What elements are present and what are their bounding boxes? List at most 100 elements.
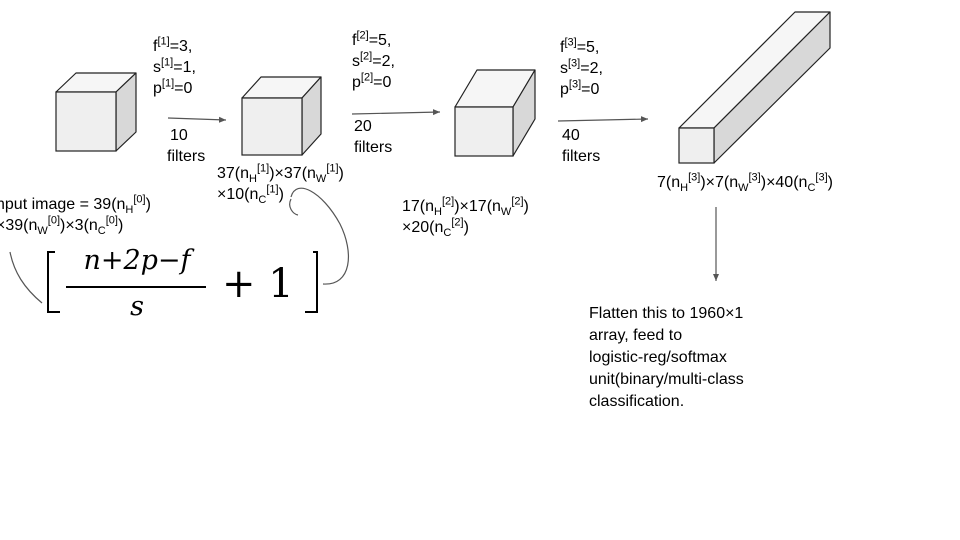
- input-dims-line2-close: ): [117, 217, 124, 234]
- volume1-cube: [241, 76, 322, 156]
- input-dims-h-sub: H: [125, 204, 134, 217]
- vol1-dims-h-sub: H: [249, 173, 257, 186]
- input-dims-w-sup: [0]: [47, 214, 60, 227]
- volume2-box-front: [454, 106, 514, 157]
- volume1-cube-front: [241, 97, 303, 156]
- layer3-s-label: s: [560, 60, 568, 77]
- curve-volume1-hook: [289, 198, 299, 216]
- layer3-p-sup: [3]: [568, 78, 582, 91]
- layer3-s-value: =2,: [580, 60, 603, 77]
- layer1-f-label: f: [153, 38, 158, 55]
- input-dims-line1-text: nput image = 39(n: [0, 196, 126, 213]
- input-dimensions: nput image = 39(nH[0]) ×39(nW[0])×3(nC[0…: [0, 193, 151, 238]
- vol3-dims-h-sub: H: [680, 182, 689, 195]
- vol1-dims-h-sup: [1]: [256, 162, 270, 175]
- layer1-filters-count: 10: [170, 127, 188, 144]
- vol2-dims-channels-text: ×20(n: [402, 219, 444, 236]
- vol2-dims-text-b: )×17(n: [454, 198, 501, 215]
- layer2-f-value: =5,: [368, 32, 392, 49]
- layer3-p-label: p: [560, 81, 569, 98]
- input-dims-line1-close: ): [145, 196, 151, 213]
- vol3-dims-text-c: )×40(n: [760, 174, 808, 191]
- layer1-filters: 10 filters: [167, 125, 206, 167]
- arrow-conv2: [351, 109, 441, 116]
- layer1-f-sup: [1]: [157, 35, 170, 48]
- layer1-p-label: p: [153, 80, 162, 97]
- volume3-box: [678, 11, 831, 164]
- layer2-p-value: =0: [373, 74, 392, 91]
- layer3-f-sup: [3]: [564, 36, 577, 49]
- layer3-filters-word: filters: [562, 148, 601, 165]
- input-dims-line2-text: ×39(n: [0, 217, 38, 234]
- layer1-p-value: =0: [174, 80, 193, 97]
- layer2-p-sup: [2]: [360, 71, 374, 84]
- input-dims-c-sub: C: [97, 225, 106, 238]
- vol1-dims-text-c: ): [338, 165, 344, 182]
- layer3-filters-count: 40: [562, 127, 580, 144]
- formula-left-floor-bracket: [47, 251, 60, 313]
- formula-denominator: s: [130, 291, 144, 322]
- layer2-filters: 20 filters: [354, 116, 392, 158]
- input-dims-w-sub: W: [37, 225, 48, 238]
- volume3-dimensions: 7(nH[3])×7(nW[3])×40(nC[3]): [657, 171, 833, 195]
- layer1-s-sup: [1]: [161, 56, 174, 69]
- arrow-conv1: [167, 116, 227, 123]
- layer2-filters-count: 20: [354, 118, 372, 135]
- layer1-s-label: s: [153, 59, 161, 76]
- vol1-dims-text-b: )×37(n: [269, 165, 316, 182]
- volume2-box: [454, 69, 536, 157]
- input-cube-front: [55, 91, 117, 152]
- layer1-hyperparameters: f[1]=3, s[1]=1, p[1]=0: [153, 36, 196, 99]
- vol3-dims-w-sub: W: [738, 182, 749, 195]
- vol3-dims-text-d: ): [827, 174, 833, 191]
- layer2-hyperparameters: f[2]=5, s[2]=2, p[2]=0: [352, 30, 395, 93]
- volume3-box-front: [678, 127, 715, 164]
- input-volume-cube: [55, 72, 137, 152]
- layer3-s-sup: [3]: [568, 57, 581, 70]
- vol3-dims-text-b: )×7(n: [700, 174, 739, 191]
- layer2-f-label: f: [352, 32, 357, 49]
- layer3-p-value: =0: [581, 81, 600, 98]
- layer1-s-value: =1,: [173, 59, 196, 76]
- formula-plus-one: + 1: [222, 260, 294, 308]
- layer1-filters-word: filters: [167, 148, 206, 165]
- flatten-note-line5: classification.: [589, 393, 685, 410]
- vol2-dims-h-sup: [2]: [441, 195, 455, 208]
- vol2-dims-h-sub: H: [434, 206, 442, 219]
- layer2-p-label: p: [352, 74, 361, 91]
- curve-formula-to-volume1: [290, 187, 350, 285]
- vol2-dims-c-sub: C: [443, 227, 452, 240]
- layer2-s-sup: [2]: [360, 50, 373, 63]
- vol2-dims-text-a: 17(n: [402, 198, 435, 215]
- vol3-dims-w-sup: [3]: [748, 171, 761, 184]
- flatten-note-line1: Flatten this to 1960×1: [589, 305, 744, 322]
- vol1-dims-c-sub: C: [258, 194, 267, 207]
- input-dims-h-sup: [0]: [133, 193, 146, 206]
- vol2-dims-w-sub: W: [500, 206, 512, 219]
- vol1-dims-text-a: 37(n: [217, 165, 250, 182]
- input-dims-c-sup: [0]: [105, 214, 118, 227]
- arrow-conv3: [557, 116, 649, 123]
- vol1-dims-w-sup: [1]: [326, 162, 339, 175]
- layer1-f-value: =3,: [169, 38, 193, 55]
- vol3-dims-c-sub: C: [807, 182, 816, 195]
- vol2-dims-c-sup: [2]: [451, 216, 464, 229]
- vol1-dims-w-sub: W: [315, 173, 327, 186]
- vol3-dims-text-a: 7(n: [657, 174, 681, 191]
- vol1-dims-c-sup: [1]: [266, 183, 279, 196]
- flatten-note: Flatten this to 1960×1 array, feed to lo…: [589, 303, 744, 413]
- vol1-dims-channels-text: ×10(n: [217, 186, 259, 203]
- formula-plus-one-text: + 1: [222, 261, 294, 307]
- flatten-note-line2: array, feed to: [589, 327, 683, 344]
- vol2-dims-w-sup: [2]: [511, 195, 524, 208]
- flatten-note-line4: unit(binary/multi-class: [589, 371, 744, 388]
- vol2-dims-channels-close: ): [463, 219, 469, 236]
- layer2-s-value: =2,: [372, 53, 395, 70]
- layer3-filters: 40 filters: [562, 125, 600, 167]
- formula-numerator: n+2p−f: [83, 245, 191, 276]
- flatten-note-line3: logistic-reg/softmax: [589, 349, 727, 366]
- volume1-dimensions: 37(nH[1])×37(nW[1]) ×10(nC[1]): [217, 162, 344, 207]
- layer2-filters-word: filters: [354, 139, 393, 156]
- input-dims-line2-mid: )×3(n: [60, 217, 98, 234]
